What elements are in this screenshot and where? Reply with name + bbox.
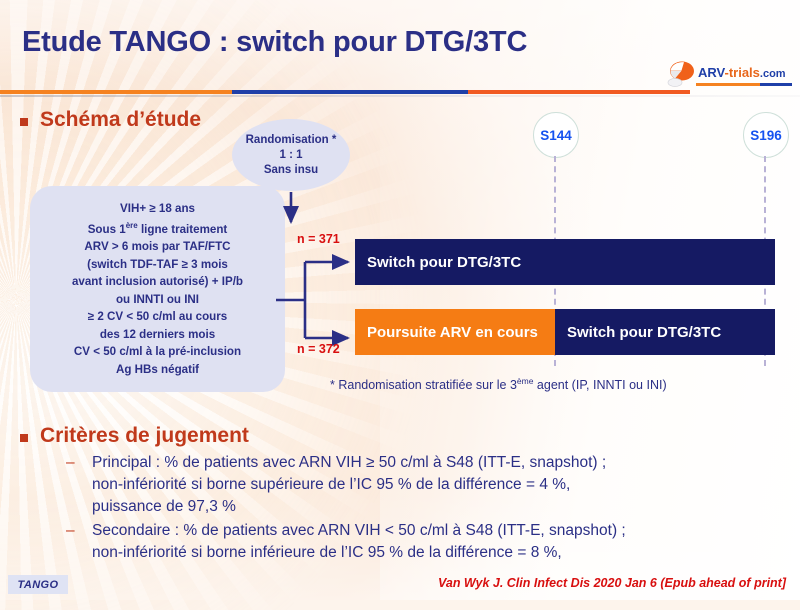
footnote-text-pre: * Randomisation stratifiée sur le 3	[330, 378, 517, 393]
timepoint-s196: S196	[743, 112, 789, 158]
criteria-item-2-line-1: Secondaire : % de patients avec ARN VIH …	[92, 522, 626, 539]
arm-2-segment-1: Poursuite ARV en cours	[355, 309, 555, 355]
inclusion-criteria-line-4: (switch TDF-TAF ≥ 3 mois	[87, 257, 228, 271]
criteria-list: –Principal : % de patients avec ARN VIH …	[60, 452, 790, 566]
logo-wordmark: ARV-trials.com	[698, 65, 786, 80]
criteria-item-1-line-2: non-infériorité si borne supérieure de l…	[92, 476, 571, 493]
criteria-item-1-line-1: Principal : % de patients avec ARN VIH ≥…	[92, 454, 607, 471]
criteria-item-2-dash: –	[66, 522, 75, 539]
inclusion-criteria-line-2: Sous 1ère ligne traitement	[87, 221, 228, 236]
divider-segment-orange-right	[468, 90, 690, 94]
divider-segment-blue	[232, 90, 468, 94]
inclusion-criteria-line-7: ≥ 2 CV < 50 c/ml au cours	[87, 310, 228, 324]
timepoint-s196-label: S196	[750, 127, 782, 143]
heading-criteria: Critères de jugement	[40, 424, 249, 447]
logo-underline-blue	[760, 83, 792, 86]
arm-1-bar: Switch pour DTG/3TC	[355, 239, 775, 285]
arm-1-n-label: n = 371	[297, 232, 340, 246]
page-title: Etude TANGO : switch pour DTG/3TC	[22, 26, 528, 58]
pill-capsule-icon	[667, 61, 694, 87]
criteria-item-2-line-2: non-infériorité si borne inférieure de l…	[92, 544, 562, 561]
study-design-diagram: Randomisation * 1 : 1 Sans insu VIH+ ≥ 1…	[0, 104, 800, 404]
arm-1-segment-1-label: Switch pour DTG/3TC	[367, 253, 522, 271]
arv-trials-logo: ARV-trials.com	[660, 61, 792, 98]
bullet-schema	[20, 118, 28, 126]
heading-schema: Schéma d’étude	[40, 108, 202, 131]
randomisation-footnote: * Randomisation stratifiée sur le 3ème a…	[330, 376, 667, 392]
logo-underline-orange	[696, 83, 760, 86]
inclusion-criteria-line-5: avant inclusion autorisé) + IP/b	[71, 275, 244, 289]
timepoint-s144: S144	[533, 112, 579, 158]
background-right-wash	[380, 0, 800, 600]
inclusion-criteria-line-9: CV < 50 c/ml à la pré-inclusion	[73, 345, 242, 359]
inclusion-criteria-line-10: Ag HBs négatif	[115, 362, 200, 376]
footnote-text-post: agent (IP, INNTI ou INI)	[533, 378, 667, 393]
logo-text-com: .com	[759, 68, 786, 80]
header-divider-shadow	[0, 95, 800, 97]
header-divider	[0, 90, 800, 94]
criteria-item-1-line-3: puissance de 97,3 %	[92, 498, 236, 515]
arm-2-segment-2-label: Switch pour DTG/3TC	[567, 323, 722, 341]
divider-segment-orange-left	[0, 90, 232, 94]
arm-2-segment-2: Switch pour DTG/3TC	[555, 309, 775, 355]
criteria-item-1-dash: –	[66, 454, 75, 471]
logo-text-arv: ARV	[698, 65, 725, 80]
inclusion-criteria-line-8: des 12 derniers mois	[99, 327, 216, 341]
inclusion-criteria-line-1: VIH+ ≥ 18 ans	[120, 201, 195, 215]
footnote-text-sup: ème	[516, 376, 534, 386]
footer-reference: Van Wyk J. Clin Infect Dis 2020 Jan 6 (E…	[438, 576, 786, 590]
logo-underline	[696, 83, 792, 86]
diagram-connectors	[276, 192, 351, 347]
randomisation-line-1: Randomisation *	[245, 133, 337, 146]
arm-2-segment-1-label: Poursuite ARV en cours	[367, 323, 538, 341]
criteria-item-2: –Secondaire : % de patients avec ARN VIH…	[60, 520, 790, 564]
inclusion-criteria-line-6: ou INNTI ou INI	[115, 292, 200, 306]
bullet-criteria	[20, 434, 28, 442]
footer-study-tag: TANGO	[8, 575, 68, 594]
arm-2-bar: Poursuite ARV en cours Switch pour DTG/3…	[355, 309, 775, 355]
timepoint-s144-label: S144	[540, 127, 572, 143]
randomisation-line-3: Sans insu	[263, 163, 319, 176]
randomisation-node: Randomisation * 1 : 1 Sans insu	[232, 119, 350, 191]
inclusion-criteria-line-3: ARV > 6 mois par TAF/FTC	[84, 240, 231, 254]
arm-1-segment-1: Switch pour DTG/3TC	[355, 239, 775, 285]
arm-2-n-label: n = 372	[297, 342, 340, 356]
logo-text-trials: -trials	[724, 65, 760, 80]
criteria-item-1: –Principal : % de patients avec ARN VIH …	[60, 452, 790, 518]
randomisation-line-2: 1 : 1	[279, 148, 303, 161]
